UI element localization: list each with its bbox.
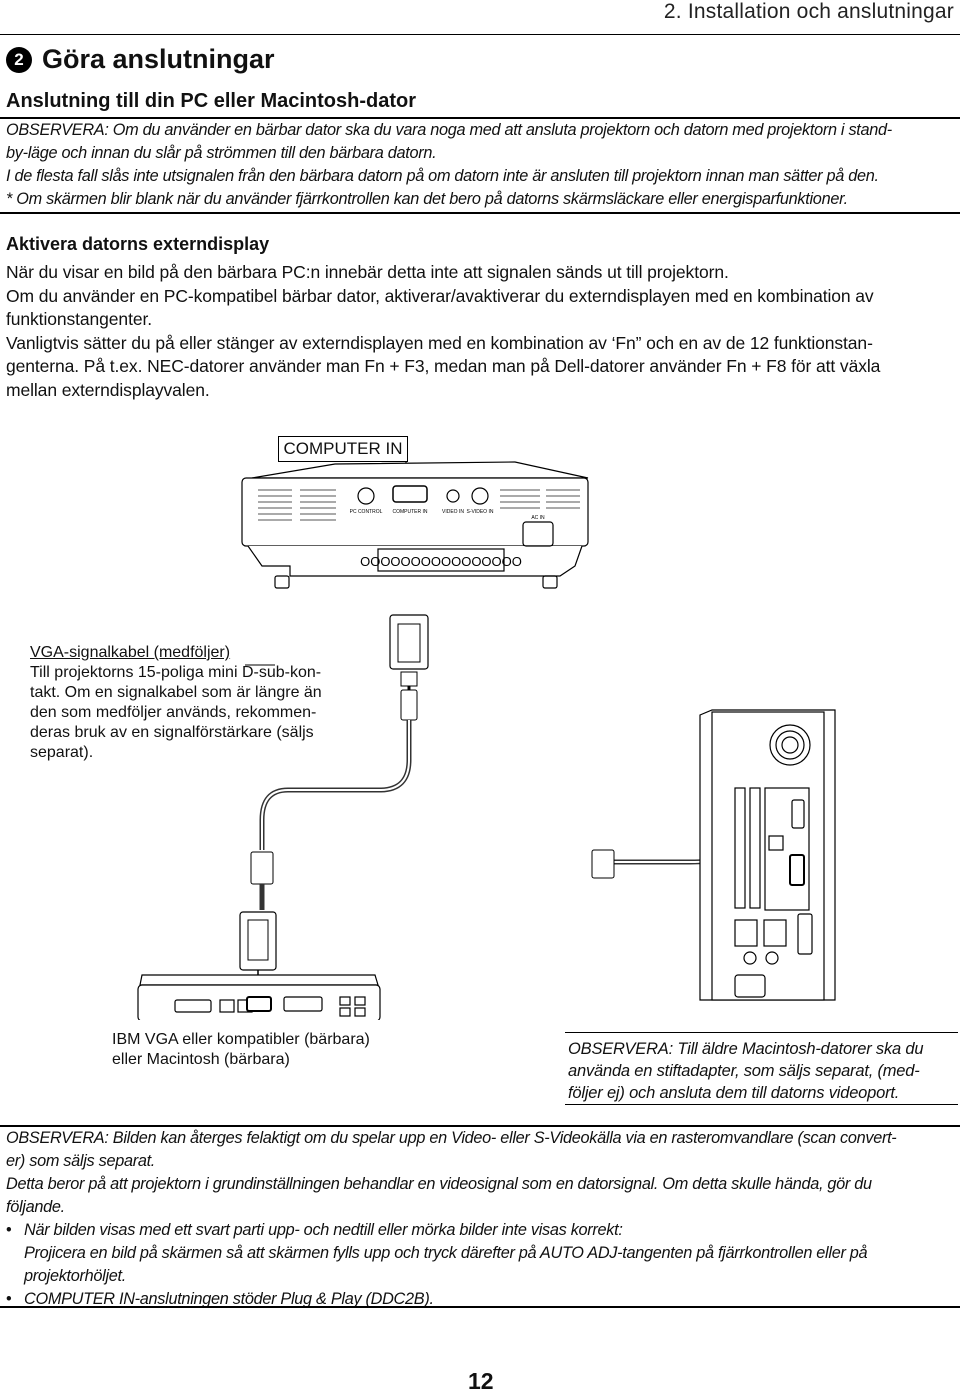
- body-line: Vanligtvis sätter du på eller stänger av…: [6, 332, 873, 353]
- projector-illustration: OOOOOOOOOOOOOOOO PC CONTROL COMPUTER IN …: [241, 461, 589, 589]
- page-title-text: Göra anslutningar: [42, 44, 275, 74]
- body-line: När du visar en bild på den bärbara PC:n…: [6, 262, 729, 282]
- note-line: OBSERVERA: Bilden kan återges felaktigt …: [6, 1129, 897, 1147]
- vga-cable: [239, 614, 429, 1000]
- note-line: I de flesta fall slås inte utsignalen fr…: [6, 167, 879, 185]
- bullet-text: COMPUTER IN-anslutningen stöder Plug & P…: [24, 1290, 434, 1308]
- caption-line: IBM VGA eller kompatibler (bärbara): [112, 1031, 370, 1048]
- connection-diagram: OOOOOOOOOOOOOOOO PC CONTROL COMPUTER IN …: [137, 461, 836, 1020]
- subheading: Anslutning till din PC eller Macintosh-d…: [6, 90, 417, 112]
- mac-note: OBSERVERA: Till äldre Macintosh-datorer …: [568, 1038, 960, 1104]
- note-top-rule: [0, 1125, 960, 1127]
- caption-line: takt. Om en signalkabel som är längre än: [30, 684, 322, 701]
- svg-text:S-VIDEO IN: S-VIDEO IN: [467, 509, 494, 515]
- note-line: by-läge och innan du slår på strömmen ti…: [6, 144, 437, 162]
- note-line: använda en stiftadapter, som säljs separ…: [568, 1062, 920, 1080]
- note-line: följer ej) och ansluta dem till datorns …: [568, 1084, 900, 1102]
- bullet-symbol: •: [6, 1290, 12, 1308]
- caption-line: separat).: [30, 744, 94, 761]
- desktop-tower-illustration: [699, 709, 836, 1001]
- step-number-badge: 2: [6, 46, 32, 73]
- svg-text:OOOOOOOOOOOOOOOO: OOOOOOOOOOOOOOOO: [360, 554, 522, 569]
- section-title: Aktivera datorns externdisplay: [6, 234, 270, 254]
- computer-in-label: COMPUTER IN: [278, 436, 408, 462]
- note-bottom-rule: [0, 212, 960, 214]
- svg-text:COMPUTER IN: COMPUTER IN: [393, 509, 428, 515]
- page-number: 12: [468, 1368, 494, 1394]
- laptop-caption: IBM VGA eller kompatibler (bärbara) elle…: [112, 1030, 412, 1070]
- bullet-continuation: Projicera en bild på skärmen så att skär…: [24, 1244, 868, 1262]
- caption-line: Till projektorns 15-poliga mini D-sub-ko…: [30, 664, 322, 681]
- note-block-top: OBSERVERA: Om du använder en bärbar dato…: [6, 119, 958, 211]
- body-line: Om du använder en PC-kompatibel bärbar d…: [6, 285, 874, 306]
- header-divider: [0, 34, 960, 35]
- note-top-rule: [0, 117, 960, 119]
- note-line: OBSERVERA: Om du använder en bärbar dato…: [6, 121, 892, 139]
- bullet-item: • COMPUTER IN-anslutningen stöder Plug &…: [6, 1288, 958, 1311]
- note-bottom-rule: [0, 1306, 960, 1308]
- bullet-continuation: projektorhöljet.: [24, 1267, 126, 1285]
- page-title: 2 Göra anslutningar: [6, 44, 275, 75]
- caption-line: eller Macintosh (bärbara): [112, 1051, 290, 1068]
- bullet-text: När bilden visas med ett svart parti upp…: [24, 1221, 623, 1239]
- bullet-item: • När bilden visas med ett svart parti u…: [6, 1219, 958, 1242]
- svg-text:PC CONTROL: PC CONTROL: [350, 509, 383, 515]
- caption-line: VGA-signalkabel (medföljer): [30, 644, 231, 661]
- caption-line: deras bruk av en signalförstärkare (sälj…: [30, 724, 314, 741]
- svg-text:VIDEO IN: VIDEO IN: [442, 509, 464, 515]
- note-line: Detta beror på att projektorn i grundins…: [6, 1175, 872, 1193]
- laptop-illustration: [137, 974, 381, 1020]
- note-line: följande.: [6, 1198, 65, 1216]
- note-line: er) som säljs separat.: [6, 1152, 156, 1170]
- mac-note-rule: [565, 1104, 958, 1105]
- section-header: 2. Installation och anslutningar: [663, 0, 954, 23]
- section-body: När du visar en bild på den bärbara PC:n…: [6, 261, 958, 402]
- body-line: mellan externdisplayvalen.: [6, 379, 210, 400]
- body-line: funktionstangenter.: [6, 309, 152, 329]
- note-block-bottom: OBSERVERA: Bilden kan återges felaktigt …: [6, 1127, 958, 1311]
- note-line: * Om skärmen blir blank när du använder …: [6, 190, 848, 208]
- svg-text:AC IN: AC IN: [531, 515, 545, 521]
- caption-leader: [245, 664, 275, 666]
- mac-note-rule: [565, 1032, 958, 1033]
- bullet-symbol: •: [6, 1221, 12, 1239]
- body-line: genterna. På t.ex. NEC-datorer använder …: [6, 356, 881, 376]
- vga-cable-caption: VGA-signalkabel (medföljer) Till projekt…: [30, 643, 350, 763]
- note-line: OBSERVERA: Till äldre Macintosh-datorer …: [568, 1040, 924, 1058]
- caption-line: den som medföljer används, rekommen-: [30, 704, 317, 721]
